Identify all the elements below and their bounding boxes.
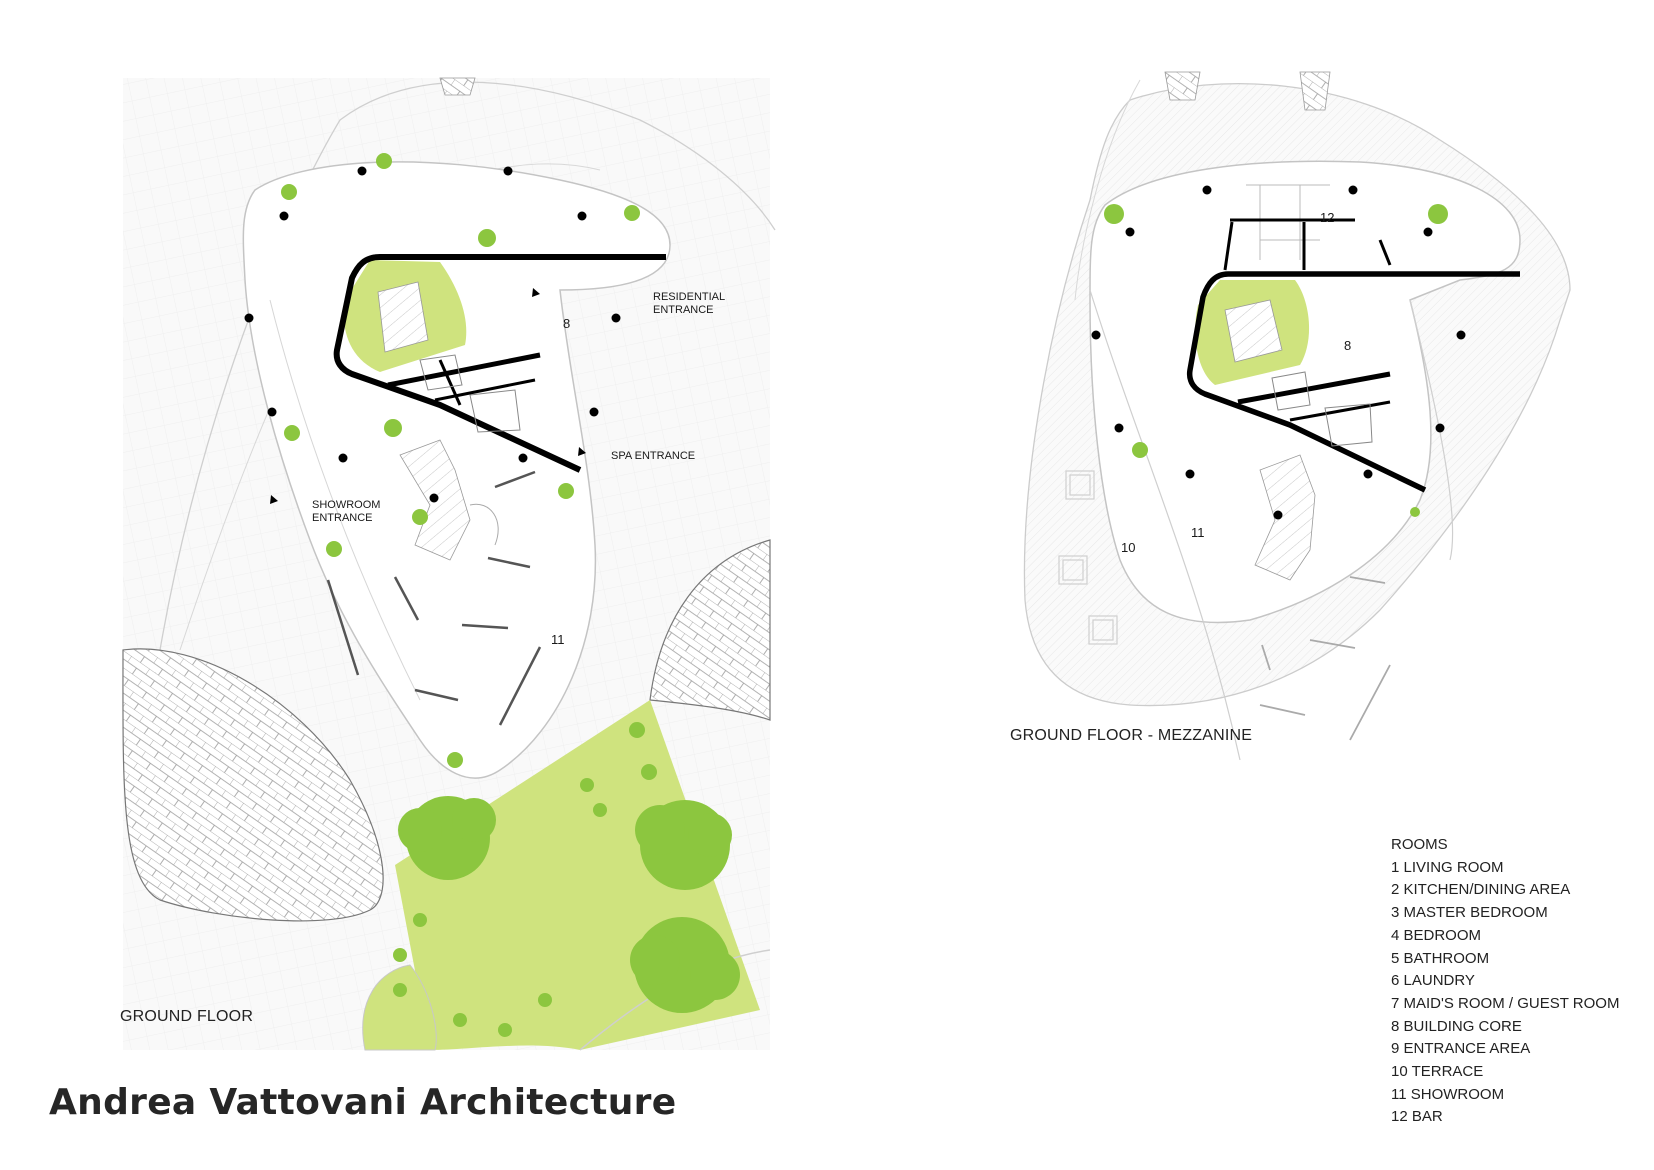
core-room-2 [419, 354, 463, 391]
mezz-core-inner-2 [1289, 400, 1391, 422]
spa-entrance-label: SPA ENTRANCE [611, 450, 696, 462]
ground-room-number: 8 [563, 316, 571, 331]
legend-item: 5 BATHROOM [1391, 949, 1490, 967]
legend-item: 3 MASTER BEDROOM [1391, 904, 1548, 922]
mezz-plants [1104, 204, 1448, 517]
studio-title: Andrea Vattovani Architecture [49, 1082, 677, 1123]
display-walls [326, 470, 542, 726]
inner-curve [269, 299, 421, 701]
trees [398, 796, 740, 1013]
mezz-showroom-stair [1254, 454, 1316, 581]
brick-paving-left [122, 648, 384, 922]
bar-wall-v3 [1378, 239, 1392, 266]
ground-room-number: 11 [551, 632, 565, 647]
mezz-core-wall [1186, 271, 1520, 493]
mezzanine-plan [1010, 70, 1571, 761]
bar-wall-v2 [1223, 221, 1234, 271]
core-wall-short [438, 359, 462, 406]
core-room [469, 389, 521, 433]
mezz-core-room-2 [1271, 371, 1311, 411]
rooms-legend: ROOMS 1 LIVING ROOM 2 KITCHEN/DINING ARE… [1391, 834, 1619, 1129]
legend-item: 1 LIVING ROOM [1391, 858, 1504, 876]
mezzanine-brick-top [1164, 71, 1201, 101]
mezz-room-number: 12 [1320, 210, 1335, 225]
mezz-room-number: 10 [1121, 540, 1136, 555]
brick-paving-right [649, 539, 771, 721]
showroom-entrance-label: SHOWROOM ENTRANCE [312, 499, 381, 524]
legend-item: 6 LAUNDRY [1391, 972, 1475, 990]
ground-floor-plan [122, 77, 776, 1051]
legend-item: 12 BAR [1391, 1108, 1443, 1126]
legend-heading: ROOMS [1391, 836, 1448, 853]
mezz-curve-2 [1409, 299, 1454, 561]
bar-counter [1246, 184, 1330, 260]
mezz-curve-3 [1074, 79, 1141, 301]
legend-item: 2 KITCHEN/DINING AREA [1391, 881, 1571, 899]
mezz-stair [1224, 299, 1283, 363]
terrace-tables [1058, 470, 1118, 645]
ground-floor-title: GROUND FLOOR [120, 1008, 254, 1025]
mezz-core-room [1324, 403, 1373, 447]
mezzanine-brick-top-2 [1299, 71, 1331, 111]
legend-item: 4 BEDROOM [1391, 926, 1482, 944]
outer-boundary-curve [159, 81, 776, 651]
legend-item: 8 BUILDING CORE [1391, 1017, 1522, 1035]
brick-paving-top [439, 77, 476, 96]
core-wall-inner-2 [434, 378, 536, 402]
lawn-island [362, 964, 437, 1051]
plants [281, 153, 657, 1037]
mezz-columns [1091, 185, 1466, 520]
legend-item: 9 ENTRANCE AREA [1391, 1040, 1531, 1058]
legend-item: 7 MAID'S ROOM / GUEST ROOM [1391, 994, 1620, 1012]
mezz-core-inner [1237, 371, 1391, 405]
columns [244, 166, 621, 503]
residential-entrance-label: RESIDENTIAL ENTRANCE [653, 291, 726, 316]
mezz-room-number: 11 [1191, 525, 1205, 540]
mezzanine-title: GROUND FLOOR - MEZZANINE [1010, 727, 1253, 744]
legend-item: 10 TERRACE [1391, 1063, 1484, 1081]
showroom-stair-rail [469, 503, 499, 546]
core-wall-inner [387, 352, 541, 388]
entrance-arrows [270, 288, 586, 504]
core-wall-main [333, 254, 666, 473]
mezz-curve-1 [1089, 289, 1241, 761]
mezz-room-number: 8 [1344, 338, 1352, 353]
legend-item: 11 SHOWROOM [1391, 1085, 1505, 1103]
stair-flight [377, 281, 429, 353]
mezz-display-walls [1259, 576, 1391, 741]
